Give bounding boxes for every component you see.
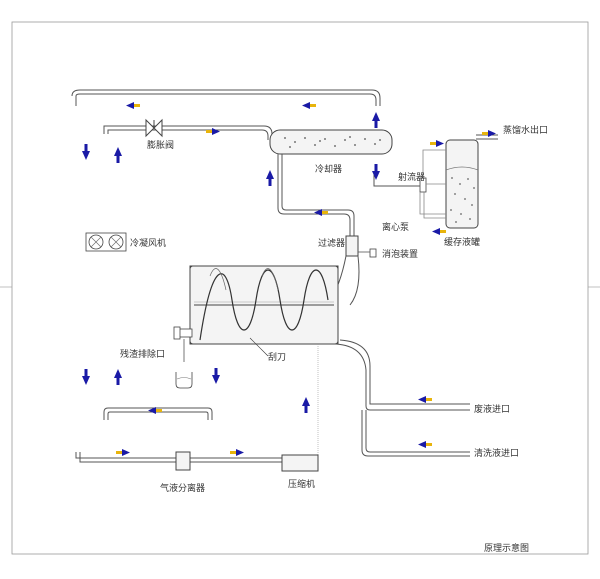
flow-arrow [418, 396, 432, 403]
separator-line [75, 452, 282, 463]
expansion-valve-label: 膨胀阀 [147, 139, 174, 151]
flow-arrow [114, 369, 122, 385]
evaporator [189, 265, 339, 345]
gas-liquid-separator [175, 451, 191, 471]
auger-shaft [173, 326, 193, 340]
flow-arrow [266, 170, 274, 186]
flow-arrow [482, 130, 496, 137]
waste-inlet-pipe [335, 339, 470, 411]
residue-outlet [175, 339, 193, 389]
distilled-water-outlet-label: 蒸馏水出口 [503, 124, 548, 136]
buffer-tank [445, 139, 479, 229]
expansion-valve-line [103, 125, 273, 140]
residue-outlet-label: 残渣排除口 [120, 348, 165, 360]
cooler [269, 129, 393, 155]
flow-arrow [116, 449, 130, 456]
flow-arrow [148, 407, 162, 414]
ejector [419, 149, 446, 193]
centrifugal-pump-label: 离心泵 [382, 221, 409, 233]
condenser-fan [85, 232, 127, 252]
scraper-leader [249, 337, 269, 357]
flow-arrow [418, 441, 432, 448]
gas-liquid-separator-label: 气液分离器 [160, 482, 205, 494]
condenser-fan-label: 冷凝风机 [130, 237, 166, 249]
flow-arrow [302, 397, 310, 413]
flow-arrow [206, 128, 220, 135]
waste-inlet-label: 废液进口 [474, 403, 510, 415]
buffer-tank-label: 缓存液罐 [444, 236, 480, 248]
flow-arrow [230, 449, 244, 456]
flow-arrow [314, 209, 328, 216]
defoamer-label: 消泡装置 [382, 248, 418, 260]
defoamer [358, 248, 377, 258]
filter-label: 过滤器 [318, 237, 345, 249]
flow-arrows [82, 102, 496, 456]
flow-arrow [432, 228, 446, 235]
scraper-label: 刮刀 [268, 351, 286, 363]
top-loop-pipe [71, 89, 381, 106]
diagram-frame [0, 21, 600, 555]
cleaning-inlet-pipe [361, 410, 470, 457]
flow-arrow [430, 140, 444, 147]
caption: 原理示意图 [484, 542, 529, 554]
ejector-label: 射流器 [398, 171, 425, 183]
flow-arrow [82, 144, 90, 160]
cooler-label: 冷却器 [315, 163, 342, 175]
cooler-to-filter-pipe [277, 154, 355, 236]
distillate-outlet-pipe [476, 134, 498, 140]
cleaning-inlet-label: 清洗液进口 [474, 447, 519, 459]
flow-arrow [372, 112, 380, 128]
compressor-label: 压缩机 [288, 478, 315, 490]
flow-arrow [372, 164, 380, 180]
flow-arrow [114, 147, 122, 163]
expansion-valve [145, 118, 163, 138]
compressor [281, 454, 319, 472]
flow-arrow [302, 102, 316, 109]
flow-arrow [212, 368, 220, 384]
flow-arrow [126, 102, 140, 109]
filter [345, 235, 359, 257]
scraper-auger [199, 268, 329, 341]
flow-arrow [82, 369, 90, 385]
centrifugal-pump-pipe [373, 172, 446, 219]
